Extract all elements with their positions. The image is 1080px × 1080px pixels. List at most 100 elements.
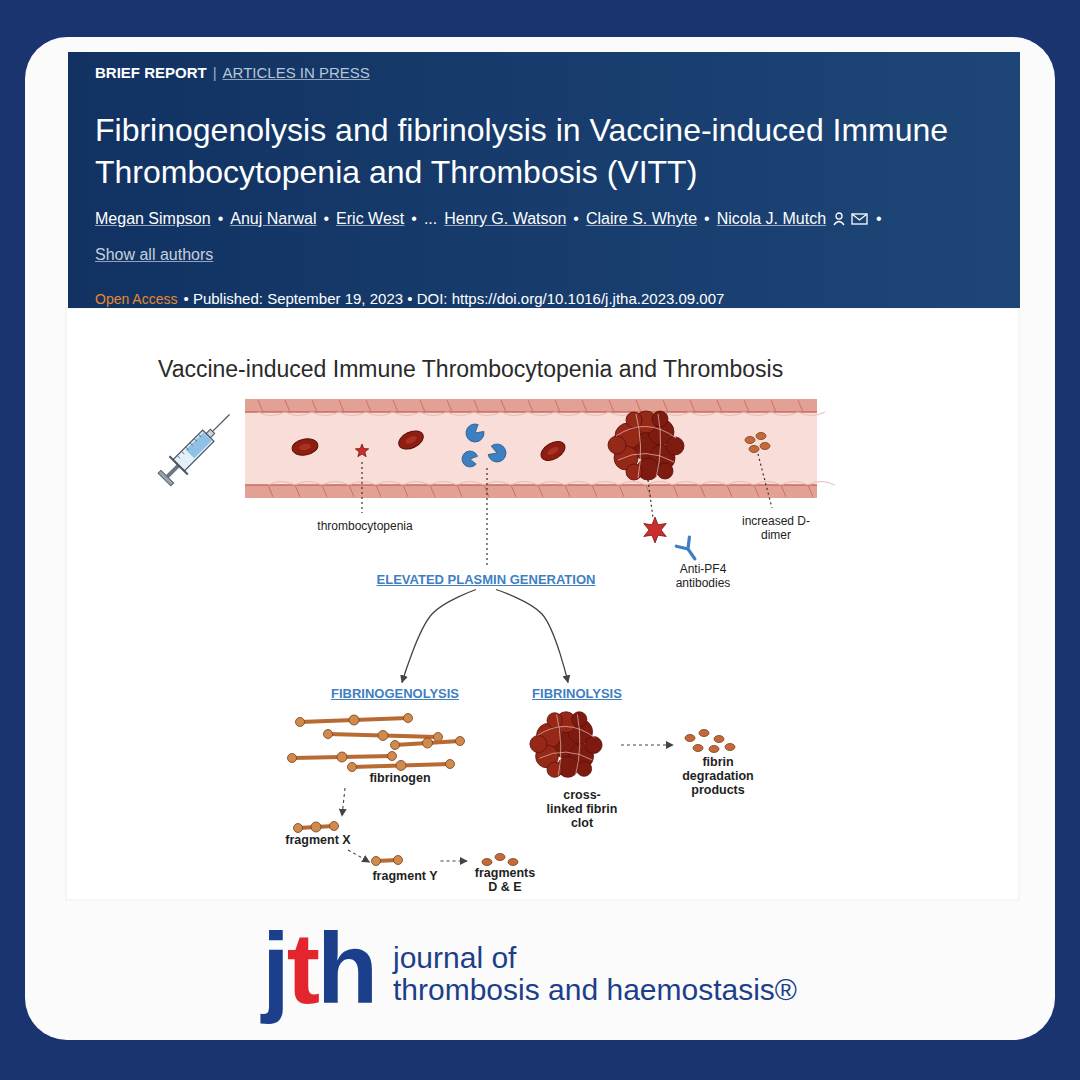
wall-cell [754,482,781,486]
syringe-plunger [167,465,178,476]
fibrinogen-domain [337,752,347,762]
header-text: Show all authors [95,245,213,265]
fibrinogen-domain [288,754,297,763]
wall-cell [582,412,609,416]
process-heading: FIBRINOGENOLYSIS [328,683,462,704]
wall-cell-line [430,485,435,497]
logo-letter: j [262,912,287,1024]
fibrin-strand [656,414,661,478]
process-title: ELEVATED PLASMIN GENERATION [377,572,596,587]
author-name: Henry G. Watson [444,209,566,229]
wall-cell [376,482,403,486]
fibrinogen-domain [396,761,406,771]
wall-cell [447,412,474,416]
red-blood-cell-body [291,437,319,457]
fibrinogen-domain [423,738,433,748]
fibrinogen-domain [434,733,443,742]
fibrin-strand [636,414,641,478]
wall-cell-line [727,485,732,497]
stage-label: cross-linked fibrin clot [546,788,618,830]
logo-letter: t [287,912,317,1024]
endothelium [245,411,817,413]
wall-cell [430,482,457,486]
author-name: Anuj Narwal [230,209,316,229]
clot-cell [572,712,587,727]
stage-label: fragment Y [372,869,437,883]
syringe-needle [213,414,230,431]
callout-label: increased D-dimer [741,514,811,542]
wall-cell-line [474,400,479,412]
wall-cell-line [673,485,678,497]
wall-cell [555,412,582,416]
wall-cell [366,412,393,416]
header-row: Fibrinogenolysis and fibrinolysis in Vac… [95,109,995,193]
wall-cell-line [268,485,273,497]
header-text: ARTICLES IN PRESS [223,63,370,82]
header-text: • Published: September 19, 2023 • DOI: h… [184,289,725,308]
callout-label: Anti-PF4 antibodies [663,562,743,590]
antibody-arms [676,537,701,563]
dashed-arrow [342,788,345,816]
degradation-product [699,730,709,737]
wall-cell-line [501,400,506,412]
stage-item: fragment X [282,816,353,850]
syringe-liquid [186,432,212,458]
fibrinogen-domain [446,760,455,769]
header-text: BRIEF REPORT [95,63,207,82]
wall-cell-line [447,400,452,412]
fragment-d [508,859,518,866]
red-blood-cell-center [299,443,312,451]
clot-cell [657,463,673,479]
author-name: Eric West [336,209,404,229]
wall-cell [528,412,555,416]
wall-cell [808,482,835,486]
wall-cell-line [619,485,624,497]
mail-icon [852,214,867,220]
syringe-thumb [158,470,174,486]
fibrin-strand [557,715,561,776]
stage-label: fibrin degradation products [676,755,760,797]
journal-name: journal of [393,940,516,975]
syringe-gradation [198,434,201,437]
degradation-product [693,745,703,752]
wall-cell [538,482,565,486]
dashed-arrow [348,850,369,862]
fibrin-strand [576,715,580,776]
fibrin-strand [616,426,676,438]
fibrinogen-domain [456,737,465,746]
degradation-product [725,744,735,751]
wall-cell-line [663,400,668,412]
clot-cell [576,761,591,776]
red-blood-cell [291,437,319,457]
vessel-lumen [245,412,817,485]
wall-cell-line [555,400,560,412]
syringe-gradation [194,439,197,442]
d-dimer [760,443,770,450]
process-title: FIBRINOGENOLYSIS [331,686,459,701]
process-arrow [496,590,568,683]
fibrinogen-domain [296,718,305,727]
process-heading: FIBRINOLYSIS [529,683,625,704]
wall-cell-line [403,485,408,497]
wall-cell [312,412,339,416]
wall-cell-line [457,485,462,497]
clot-cell [626,412,642,428]
thrombus [608,411,684,480]
d-dimer [756,433,766,440]
author-name: ... [424,209,437,229]
process-title: FIBRINOLYSIS [532,686,622,701]
wall-cell-line [717,400,722,412]
article-title: Fibrinogenolysis and fibrinolysis in Vac… [95,109,995,193]
stage-label: fibrinogen [312,771,488,785]
platelet [355,444,368,457]
figure-title: Vaccine-induced Immune Thrombocytopenia … [158,356,783,383]
activated-platelet [644,517,667,543]
leader-line [648,480,653,518]
syringe [155,405,238,488]
wall-cell [700,482,727,486]
syringe-flange [169,456,187,474]
wall-cell-line [690,400,695,412]
leader-line [361,462,362,513]
wall-cell-line [393,400,398,412]
